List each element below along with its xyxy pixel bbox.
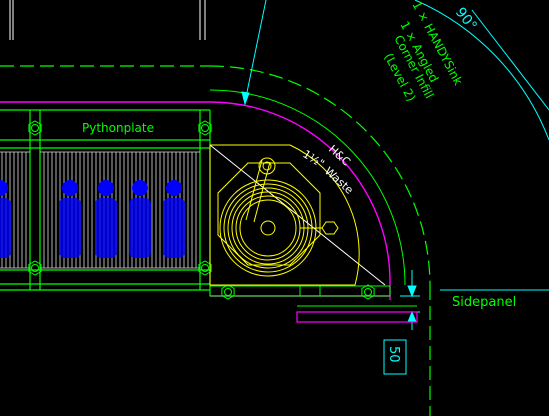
bolt-hole: [201, 124, 209, 132]
angle-label: 90°: [452, 5, 480, 34]
figure-head: [62, 180, 78, 196]
top-frame-lines: [9, 0, 206, 40]
pythonplate-rails: [0, 109, 211, 296]
sidepanel-label: Sidepanel: [452, 295, 516, 310]
figure-body: [163, 198, 185, 258]
bolt-hole: [364, 288, 372, 296]
bolt-hole: [224, 288, 232, 296]
bottom-bar: [209, 285, 391, 297]
figure-head: [98, 180, 114, 196]
bolt: [198, 260, 212, 276]
inner-arc-outline: [209, 89, 406, 286]
bolt-hole: [31, 124, 39, 132]
bolt: [361, 284, 375, 300]
figure-body: [95, 198, 117, 258]
figure-body: [129, 198, 151, 258]
sidepanel-bar: [296, 311, 418, 323]
bolt-hole: [201, 264, 209, 272]
pythonplate-label: Pythonplate: [82, 121, 154, 135]
bolt: [221, 284, 235, 300]
figure-head: [166, 180, 182, 196]
dimension-label: 50: [386, 346, 401, 363]
bolt: [28, 260, 42, 276]
figure-body: [59, 198, 81, 258]
bolt-hole: [31, 264, 39, 272]
infill-curve: [209, 144, 360, 286]
bolt: [198, 120, 212, 136]
figure-body: [0, 198, 11, 258]
blue-figures: [0, 180, 185, 258]
dimension-box: [383, 339, 407, 375]
figure-head: [0, 180, 8, 196]
bolt: [28, 120, 42, 136]
leader-lines: [241, 0, 549, 330]
dashed-outline: [0, 65, 431, 416]
figure-head: [132, 180, 148, 196]
sink-body: [217, 157, 339, 277]
